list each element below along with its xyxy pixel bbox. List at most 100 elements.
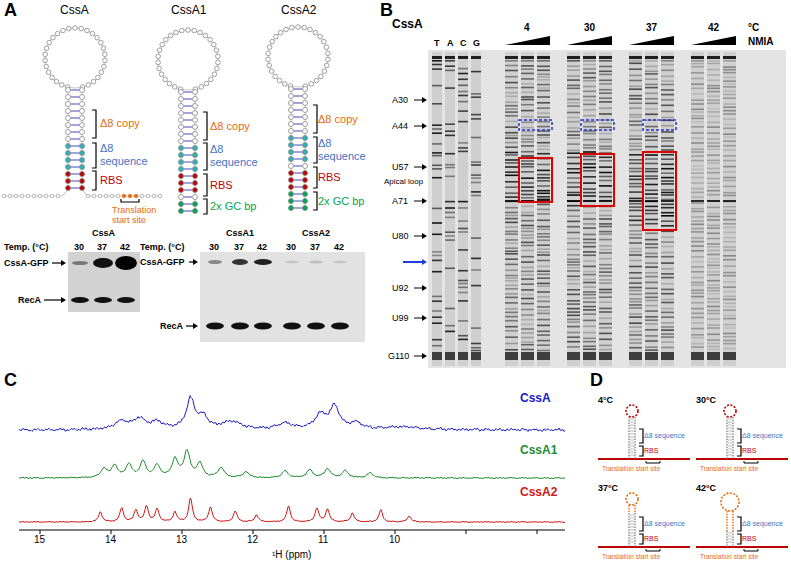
base-pair: [294, 130, 303, 131]
axis-tick: [537, 530, 538, 534]
nucleotide: [80, 179, 85, 184]
gel-band: [645, 213, 658, 215]
temperature: 37°C: [598, 483, 618, 493]
band-label: RecA: [160, 321, 183, 331]
gel-band: [629, 124, 642, 126]
gel-band: [691, 352, 704, 360]
gel-band: [445, 65, 455, 67]
gel-band: [629, 86, 642, 88]
gel-band: [723, 246, 736, 248]
base-pair: [71, 117, 80, 118]
gel-band: [599, 339, 612, 341]
bracket: [737, 517, 741, 531]
region-label: RBS: [742, 447, 756, 455]
gel-band: [537, 84, 550, 86]
nucleotide: [50, 75, 55, 80]
gel-band: [537, 74, 550, 76]
gel-band: [707, 246, 720, 248]
nucleotide: [193, 97, 198, 102]
gel-band: [707, 258, 720, 260]
loop-backbone: [45, 28, 105, 88]
gel-band: [583, 147, 596, 149]
bracket: [92, 110, 96, 138]
gel-band: [583, 223, 596, 225]
gel-band: [691, 78, 704, 80]
nucleotide: [179, 202, 184, 207]
gel-band: [583, 346, 596, 348]
nucleotide: [303, 171, 308, 176]
gel-band: [537, 220, 550, 222]
stem-backbone: [195, 92, 196, 211]
gel-band: [629, 254, 642, 256]
nucleotide: [80, 172, 85, 177]
nucleotide: [67, 26, 72, 31]
axis-tick: [395, 530, 396, 534]
apical-loop: [626, 493, 638, 505]
gel-band: [567, 332, 580, 334]
nucleotide: [116, 194, 120, 198]
nucleotide: [270, 39, 275, 44]
base-pair: [294, 165, 303, 166]
gel-band: [691, 56, 704, 59]
gel-band: [505, 330, 518, 332]
gel-band: [707, 290, 720, 292]
gel-band: [471, 343, 481, 345]
gel-band: [691, 245, 704, 247]
gel-band: [599, 215, 612, 217]
gel-band: [567, 56, 580, 59]
position-arrow: [422, 353, 427, 359]
nucleotide: [193, 132, 198, 137]
gel-band: [599, 101, 612, 103]
gel-band: [537, 252, 550, 254]
gel-band: [505, 308, 518, 310]
gel-band: [707, 349, 720, 351]
gel-band: [505, 162, 518, 164]
gel-band: [471, 258, 481, 260]
nucleotide: [80, 109, 85, 114]
base-pair: [294, 116, 303, 117]
gel-lane: [471, 52, 481, 366]
gel-band: [599, 83, 612, 85]
gel-band: [537, 331, 550, 333]
gel-band: [471, 191, 481, 193]
gel-band: [661, 336, 674, 338]
gel-band: [567, 172, 580, 174]
gel-band: [599, 56, 612, 59]
temperature: 30: [209, 242, 219, 252]
gel-band: [567, 221, 580, 223]
gel-band: [645, 200, 658, 202]
gel-band: [599, 268, 612, 270]
lane-label: C: [460, 38, 467, 48]
gel-band: [661, 220, 674, 222]
gel-band: [645, 262, 658, 264]
gel-band: [707, 190, 720, 192]
position-arrow: [422, 233, 427, 239]
gel-band: [432, 322, 442, 324]
gel-band: [691, 111, 704, 113]
gel-band: [691, 296, 704, 298]
gel-band: [723, 186, 736, 188]
gel-band: [723, 86, 736, 88]
gel-band: [505, 201, 518, 203]
nucleotide: [289, 199, 294, 204]
gel-band: [629, 352, 642, 360]
bracket: [646, 461, 660, 463]
gel-band: [661, 145, 674, 147]
gel-band: [645, 247, 658, 249]
nucleotide: [289, 178, 294, 183]
gel-band: [723, 77, 736, 79]
gel-band: [521, 256, 534, 258]
gel-band: [583, 279, 596, 281]
gel-band: [707, 324, 720, 326]
gel-band: [505, 212, 518, 214]
temperature: 37: [310, 242, 320, 252]
gel-band: [645, 206, 658, 208]
region-label: RBS: [318, 171, 341, 184]
gel-band: [645, 282, 658, 284]
base-pair: [728, 422, 732, 423]
region-label: RBS: [210, 179, 233, 192]
base-pair: [71, 103, 80, 104]
nucleotide: [193, 209, 198, 214]
gel-band: [707, 63, 720, 65]
gel-band: [537, 66, 550, 68]
